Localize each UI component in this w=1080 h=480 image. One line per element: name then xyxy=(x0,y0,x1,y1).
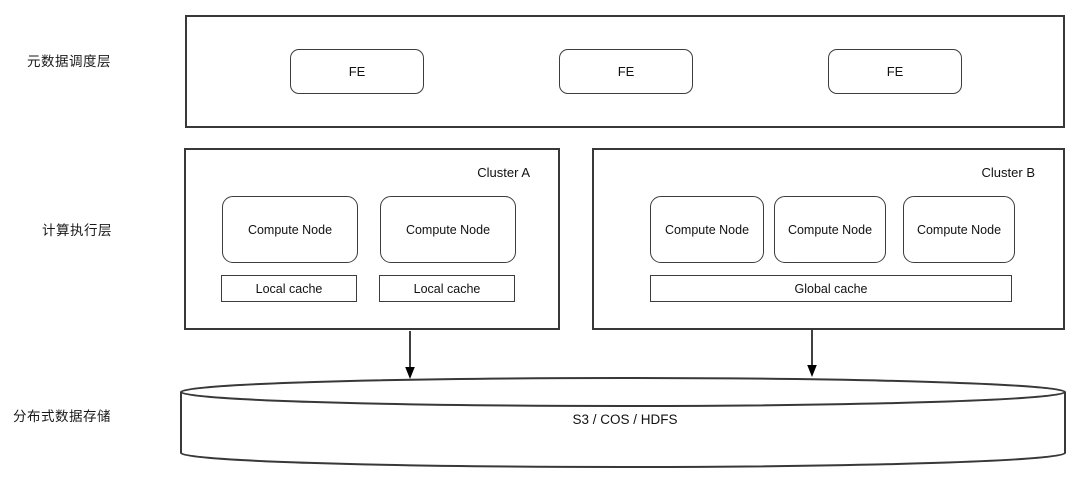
fe-node-2: FE xyxy=(559,49,693,94)
metadata-layer-box: FE FE FE xyxy=(185,15,1065,128)
cluster-b-global-cache: Global cache xyxy=(650,275,1012,302)
cluster-a-title: Cluster A xyxy=(477,165,530,180)
arrow-cluster-a-to-storage xyxy=(405,331,415,379)
cluster-a-compute-node-2: Compute Node xyxy=(380,196,516,263)
cluster-b-compute-node-3: Compute Node xyxy=(903,196,1015,263)
storage-node-label: S3 / COS / HDFS xyxy=(572,412,678,427)
fe-node-1: FE xyxy=(290,49,424,94)
cluster-b-box: Cluster B Compute Node Compute Node Comp… xyxy=(592,148,1065,330)
layer-label-distributed-storage: 分布式数据存储 xyxy=(13,409,111,424)
arrow-head-icon xyxy=(405,367,415,379)
cluster-b-compute-node-2: Compute Node xyxy=(774,196,886,263)
layer-label-metadata-scheduling: 元数据调度层 xyxy=(27,54,111,69)
arrow-cluster-b-to-storage xyxy=(807,330,817,377)
cluster-a-compute-node-1: Compute Node xyxy=(222,196,358,263)
storage-cylinder-top xyxy=(180,377,1066,407)
cluster-b-compute-node-1: Compute Node xyxy=(650,196,764,263)
arrow-head-icon xyxy=(807,365,817,377)
cluster-a-box: Cluster A Compute Node Compute Node Loca… xyxy=(184,148,560,330)
fe-node-3: FE xyxy=(828,49,962,94)
cluster-b-title: Cluster B xyxy=(981,165,1035,180)
layer-label-compute-execution: 计算执行层 xyxy=(42,223,112,238)
cluster-a-local-cache-1: Local cache xyxy=(221,275,357,302)
storage-cylinder-body xyxy=(180,392,1066,468)
cluster-a-local-cache-2: Local cache xyxy=(379,275,515,302)
